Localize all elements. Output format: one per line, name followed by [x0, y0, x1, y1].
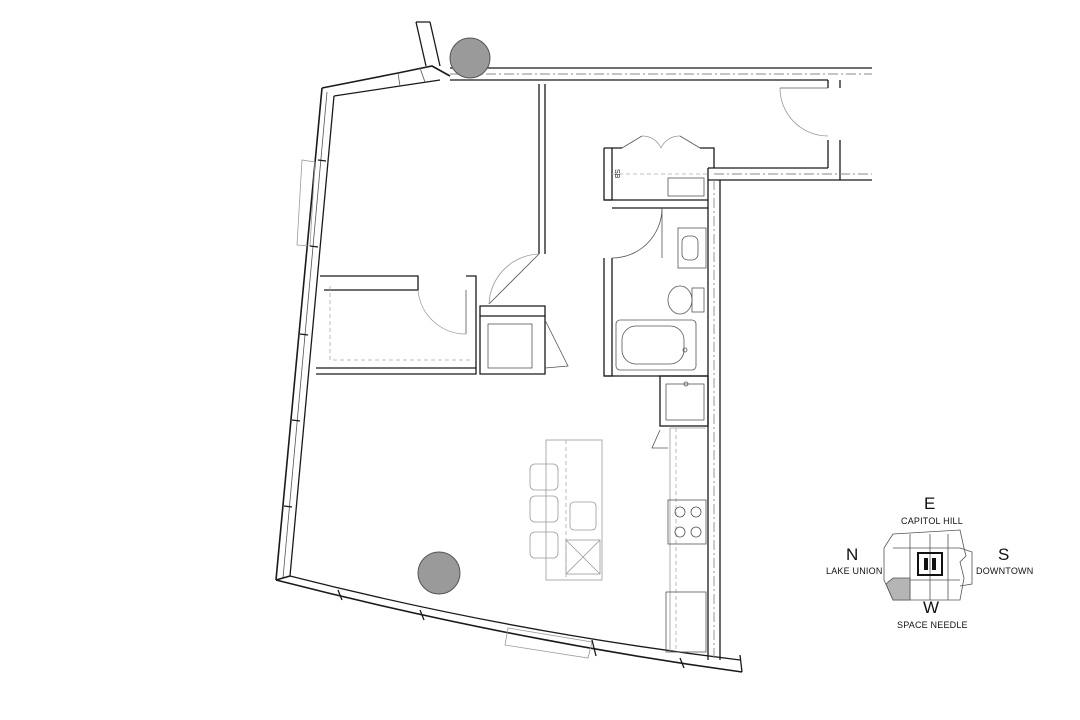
compass-label-top: CAPITOL HILL [901, 516, 963, 526]
entry-door [779, 87, 829, 137]
bathroom: SB [603, 135, 715, 377]
kitchen-island [529, 439, 603, 581]
utility-closet [659, 375, 709, 427]
interior-walls [316, 84, 546, 375]
mullions [283, 159, 685, 669]
compass-label-left: LAKE UNION [826, 566, 883, 576]
corridor-wall-right [707, 167, 872, 660]
shelf-label: SB [613, 169, 620, 179]
exterior-wall-north [321, 21, 451, 97]
bedroom-doors [417, 253, 540, 335]
compass-letter-bottom: W [923, 598, 940, 617]
column-south [417, 551, 461, 595]
kitchen-counter [651, 427, 707, 653]
compass-letter-right: S [998, 545, 1010, 564]
window-south [504, 627, 593, 659]
unit-highlight [885, 577, 911, 601]
corridor-wall-top [450, 67, 872, 180]
window-west [296, 159, 316, 247]
compass-label-bottom: SPACE NEEDLE [897, 620, 968, 630]
column-north [449, 37, 491, 79]
key-plan [883, 529, 973, 601]
laundry [487, 319, 569, 369]
compass-letter-left: N [846, 545, 859, 564]
compass-label-right: DOWNTOWN [976, 566, 1034, 576]
compass-letter-top: E [924, 494, 936, 513]
exterior-wall-south [275, 575, 743, 673]
